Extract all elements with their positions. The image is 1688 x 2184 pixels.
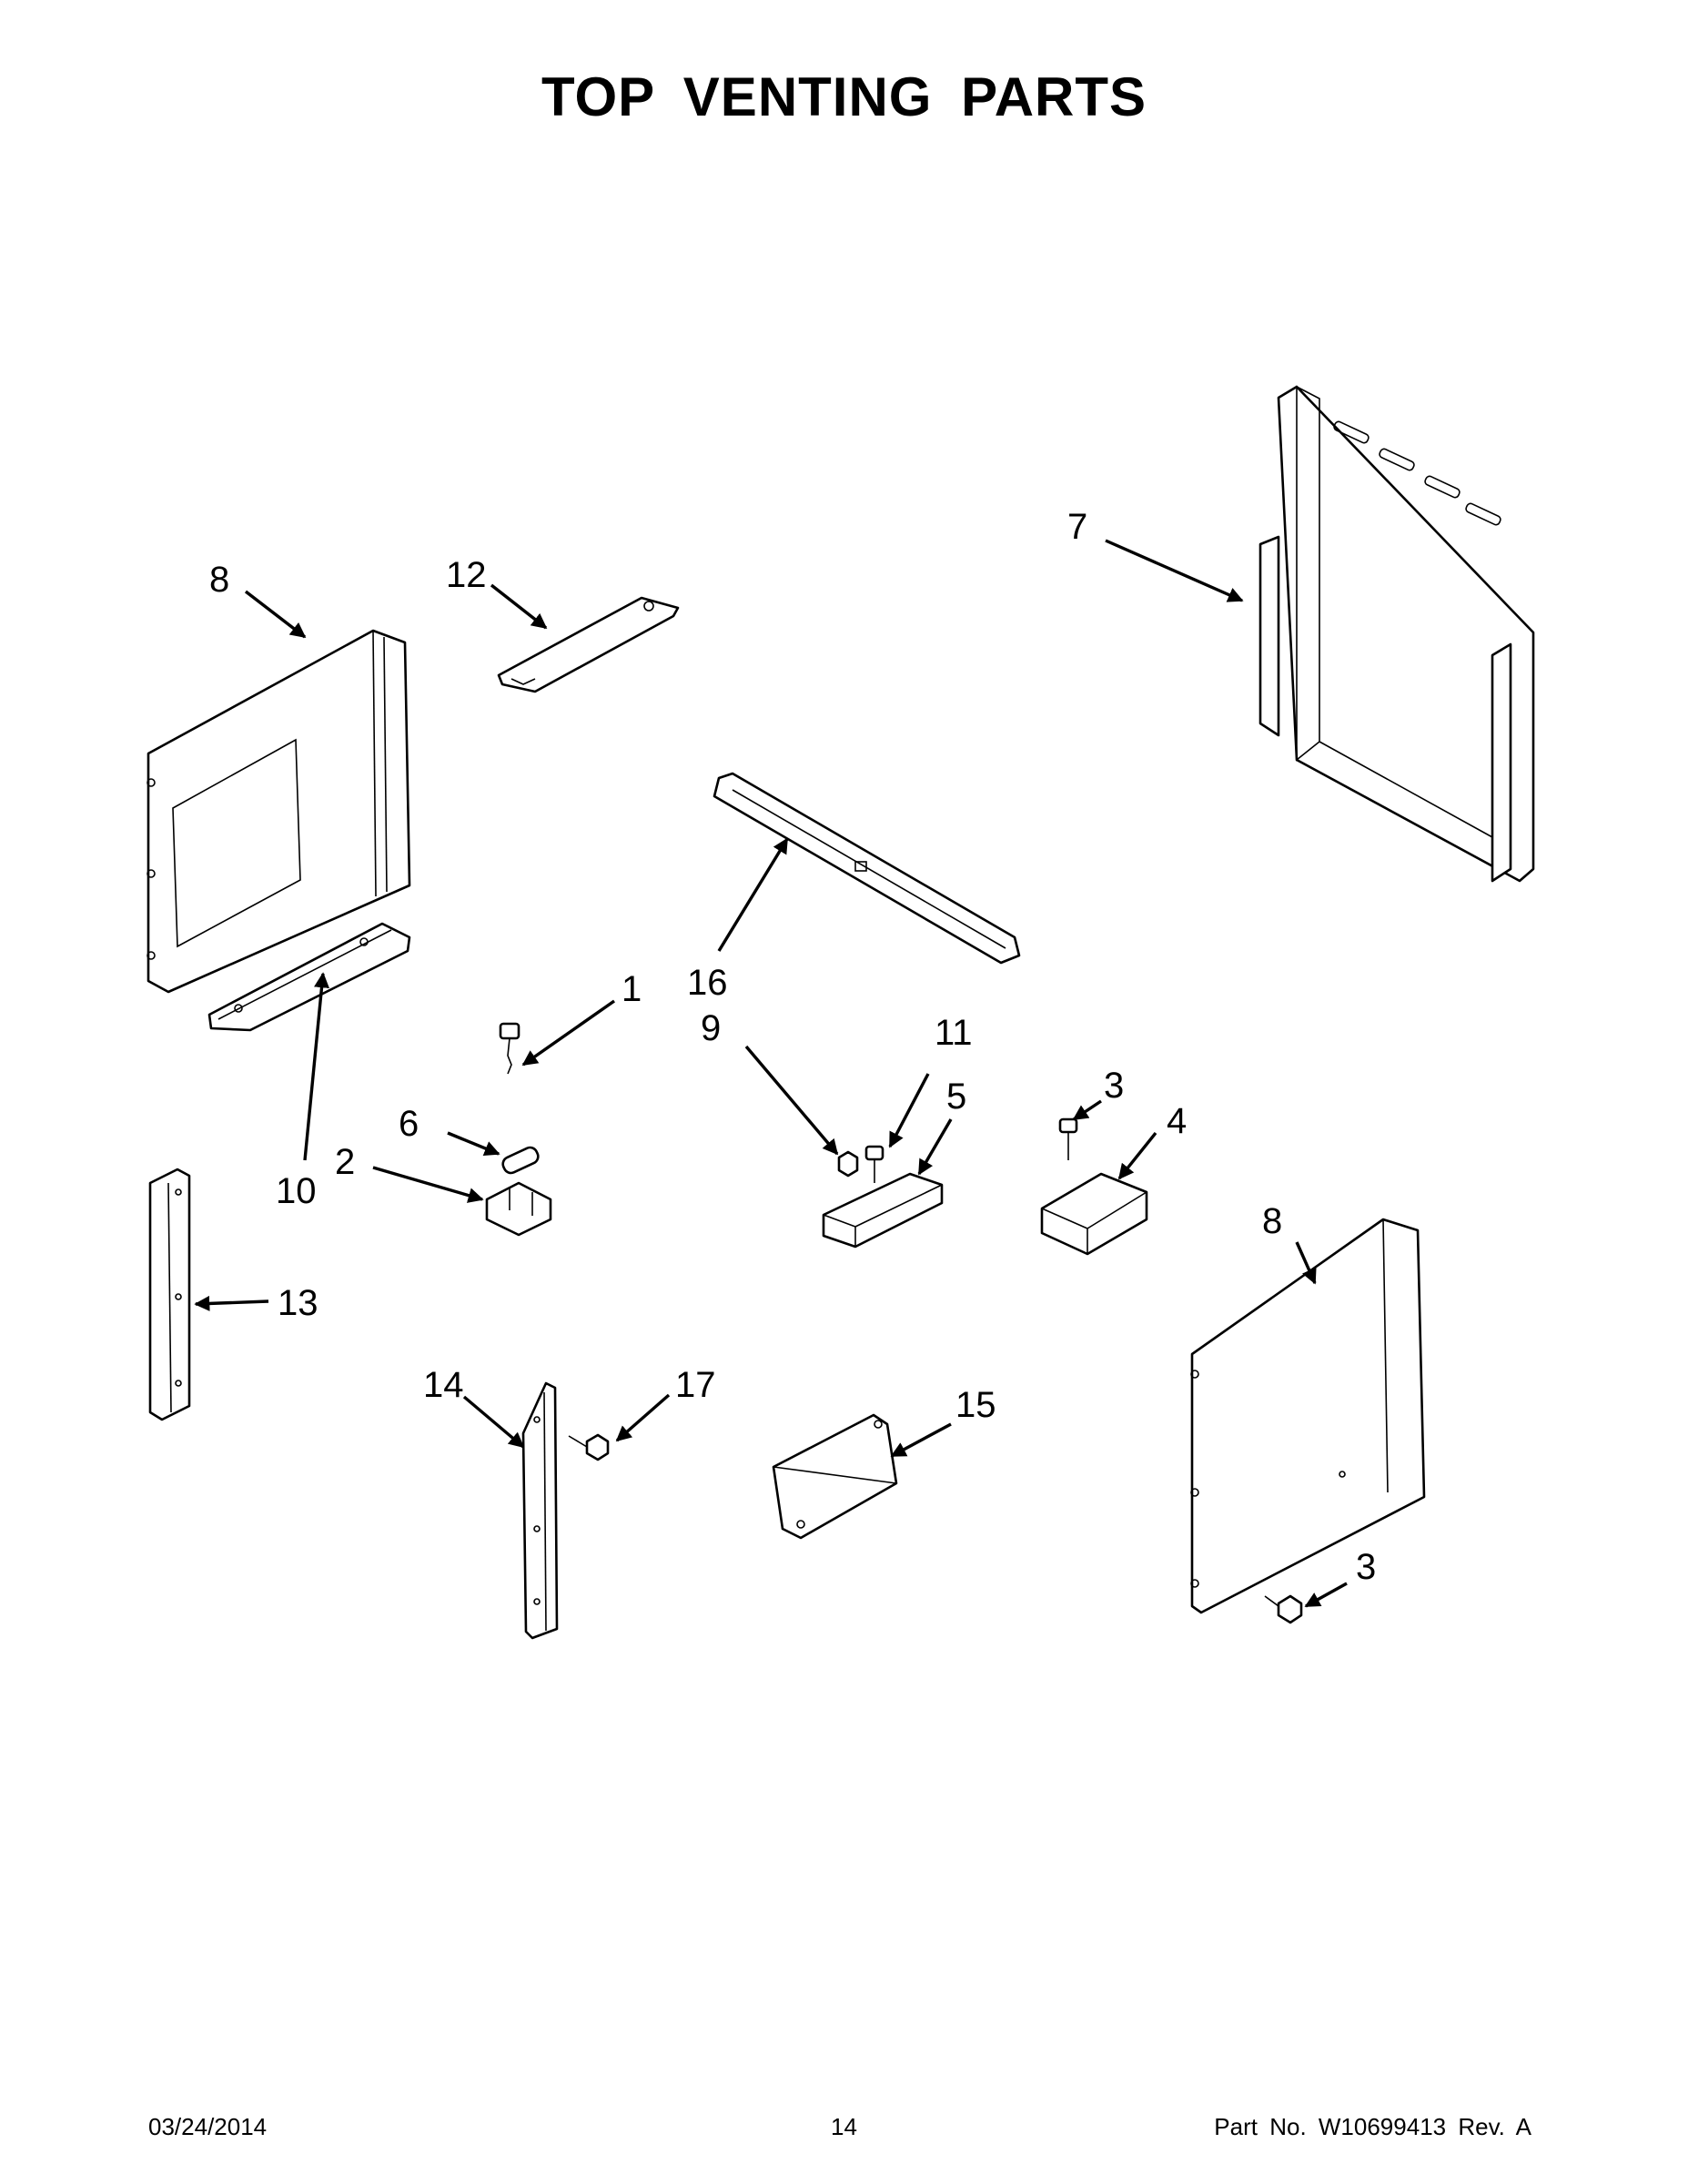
part-13-strip bbox=[148, 1168, 191, 1421]
leader-16 bbox=[717, 837, 789, 952]
callout-15: 15 bbox=[955, 1385, 996, 1425]
leader-9 bbox=[744, 1045, 839, 1156]
leader-8b bbox=[1295, 1241, 1317, 1285]
callout-3a: 3 bbox=[1104, 1066, 1124, 1106]
part-9-nut bbox=[837, 1150, 859, 1178]
callout-5: 5 bbox=[946, 1077, 966, 1117]
part-3-screw-middle bbox=[1058, 1117, 1078, 1160]
footer-page-number: 14 bbox=[831, 2113, 857, 2140]
callout-labels: 8 12 7 16 1 9 11 3 5 6 4 2 10 8 13 14 17… bbox=[209, 507, 1376, 1587]
part-6-fuse bbox=[501, 1146, 540, 1175]
part-10-bracket bbox=[207, 922, 411, 1032]
callout-11: 11 bbox=[935, 1013, 973, 1053]
leader-10 bbox=[303, 972, 329, 1161]
callout-12: 12 bbox=[446, 555, 487, 595]
callout-7: 7 bbox=[1067, 507, 1087, 547]
callout-8a: 8 bbox=[209, 560, 229, 600]
part-2-fuse-holder bbox=[485, 1181, 552, 1237]
leader-arrows bbox=[194, 539, 1348, 1608]
part-12-plate bbox=[497, 596, 680, 693]
callout-10: 10 bbox=[276, 1171, 317, 1211]
callout-3b: 3 bbox=[1356, 1547, 1376, 1587]
callout-17: 17 bbox=[675, 1365, 716, 1405]
footer-part-number: Part No. W10699413 Rev. A bbox=[1214, 2113, 1531, 2140]
leader-4 bbox=[1117, 1131, 1157, 1180]
callout-9: 9 bbox=[701, 1008, 721, 1048]
leader-8a bbox=[244, 590, 307, 639]
part-5-terminal-block bbox=[822, 1172, 944, 1249]
leader-14 bbox=[462, 1395, 525, 1449]
leader-3a bbox=[1072, 1099, 1102, 1121]
part-14-strip bbox=[521, 1381, 559, 1640]
leader-17 bbox=[615, 1393, 671, 1442]
footer-date: 03/24/2014 bbox=[148, 2113, 268, 2140]
part-11-screw bbox=[864, 1145, 884, 1183]
leader-15 bbox=[890, 1422, 952, 1458]
leader-11 bbox=[888, 1073, 930, 1148]
leader-2 bbox=[372, 1166, 484, 1203]
leader-12 bbox=[490, 583, 548, 630]
callout-14: 14 bbox=[423, 1365, 464, 1405]
callout-2: 2 bbox=[335, 1142, 355, 1182]
callout-8b: 8 bbox=[1262, 1201, 1282, 1241]
leader-13 bbox=[194, 1295, 269, 1311]
callout-13: 13 bbox=[278, 1283, 318, 1323]
leader-3b bbox=[1304, 1582, 1348, 1608]
part-8-side-panel-right bbox=[1190, 1218, 1426, 1614]
leader-1 bbox=[521, 999, 615, 1067]
part-1-screw bbox=[499, 1022, 521, 1075]
page-title: TOP VENTING PARTS bbox=[541, 66, 1147, 127]
leader-5 bbox=[917, 1118, 953, 1176]
part-16-rail bbox=[713, 772, 1021, 965]
callout-6: 6 bbox=[399, 1104, 419, 1144]
part-17-screw bbox=[568, 1433, 610, 1461]
callout-4: 4 bbox=[1167, 1101, 1187, 1141]
part-15-bracket bbox=[772, 1413, 898, 1540]
callout-1: 1 bbox=[622, 969, 642, 1009]
leader-6 bbox=[447, 1131, 500, 1157]
part-3-screw-lower bbox=[1264, 1594, 1303, 1624]
part-8-side-panel-left bbox=[147, 629, 411, 994]
callout-16: 16 bbox=[687, 963, 728, 1003]
part-7-panel-right bbox=[1258, 385, 1535, 883]
leader-7 bbox=[1105, 539, 1244, 602]
part-4-module bbox=[1040, 1172, 1148, 1256]
